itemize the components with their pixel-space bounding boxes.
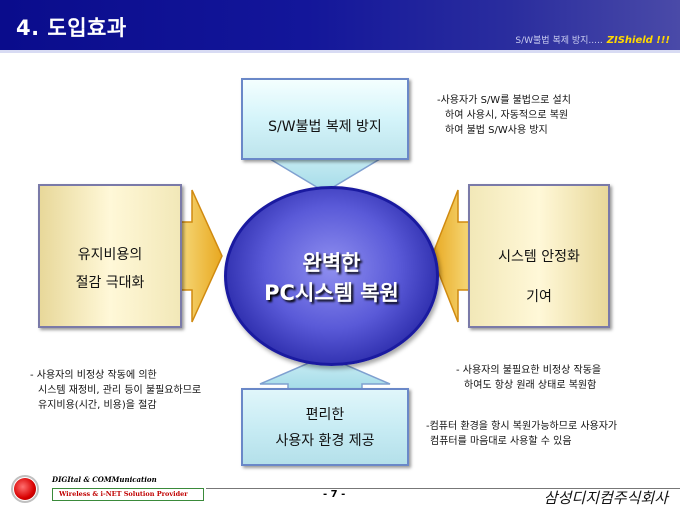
slide-header: 4. 도입효과 S/W불법 복제 방지.....ZIShield !!! [0, 0, 680, 50]
note-left: - 사용자의 비정상 작동에 의한 시스템 재정비, 관리 등이 불필요하므로 … [30, 368, 201, 413]
top-box-illegal-copy-prevention: S/W불법 복제 방지 [241, 78, 409, 160]
note-line: 하여 사용시, 자동적으로 복원 [445, 110, 569, 121]
footer-digital-text: DIGItal & COMMunication [52, 475, 157, 484]
right-box-line2: 기여 [526, 289, 552, 305]
note-bottom-right: -컴퓨터 환경을 항시 복원가능하므로 사용자가 컴퓨터를 마음대로 사용할 수… [426, 419, 617, 449]
bottom-box-user-environment: 편리한 사용자 환경 제공 [241, 388, 409, 466]
left-box-cost-reduction: 유지비용의 절감 극대화 [38, 184, 182, 328]
company-logo-ring [11, 475, 39, 503]
center-ellipse: 완벽한 PC시스템 복원 [224, 186, 439, 366]
footer-divider [206, 488, 680, 489]
center-title-line2: PC시스템 복원 [264, 281, 399, 305]
page-number: - 7 - [323, 489, 346, 500]
header-divider [0, 50, 680, 53]
arrow-right-left [179, 189, 223, 323]
note-top-right: -사용자가 S/W를 불법으로 설치 하여 사용시, 자동적으로 복원 하여 불… [437, 93, 571, 138]
note-line: 시스템 재정비, 관리 등이 불필요하므로 [38, 385, 202, 396]
arrow-left-right [431, 189, 471, 323]
right-box-system-stability: 시스템 안정화 기여 [468, 184, 610, 328]
slide-title: 4. 도입효과 [16, 16, 127, 40]
bottom-box-line1: 편리한 [305, 407, 345, 423]
right-box-line1: 시스템 안정화 [498, 249, 580, 265]
note-line: 유지비용(시간, 비용)을 절감 [38, 400, 157, 411]
note-line: - 사용자의 불필요한 비정상 작동을 [456, 365, 602, 376]
left-box-line2: 절감 극대화 [75, 275, 145, 291]
left-box-line1: 유지비용의 [77, 247, 143, 263]
header-subtitle-text: S/W불법 복제 방지..... [515, 36, 603, 46]
note-line: -사용자가 S/W를 불법으로 설치 [437, 95, 571, 106]
note-line: 하여도 항상 원래 상태로 복원함 [464, 380, 597, 391]
center-title-line1: 완벽한 [302, 251, 361, 275]
header-subtitle: S/W불법 복제 방지.....ZIShield !!! [515, 33, 670, 46]
company-name: 삼성디지컴주식회사 [543, 489, 668, 507]
note-line: 하여 불법 S/W사용 방지 [445, 125, 548, 136]
note-line: - 사용자의 비정상 작동에 의한 [30, 370, 157, 381]
top-box-label: S/W불법 복제 방지 [268, 119, 382, 135]
header-brand: ZIShield !!! [606, 35, 670, 46]
note-line: 컴퓨터를 마음대로 사용할 수 있음 [430, 436, 572, 447]
note-right: - 사용자의 불필요한 비정상 작동을 하여도 항상 원래 상태로 복원함 [456, 363, 601, 393]
company-logo-icon [14, 478, 36, 500]
note-line: -컴퓨터 환경을 항시 복원가능하므로 사용자가 [426, 421, 618, 432]
footer-tagline: Wireless & i-NET Solution Provider [52, 488, 204, 501]
bottom-box-line2: 사용자 환경 제공 [275, 433, 375, 449]
